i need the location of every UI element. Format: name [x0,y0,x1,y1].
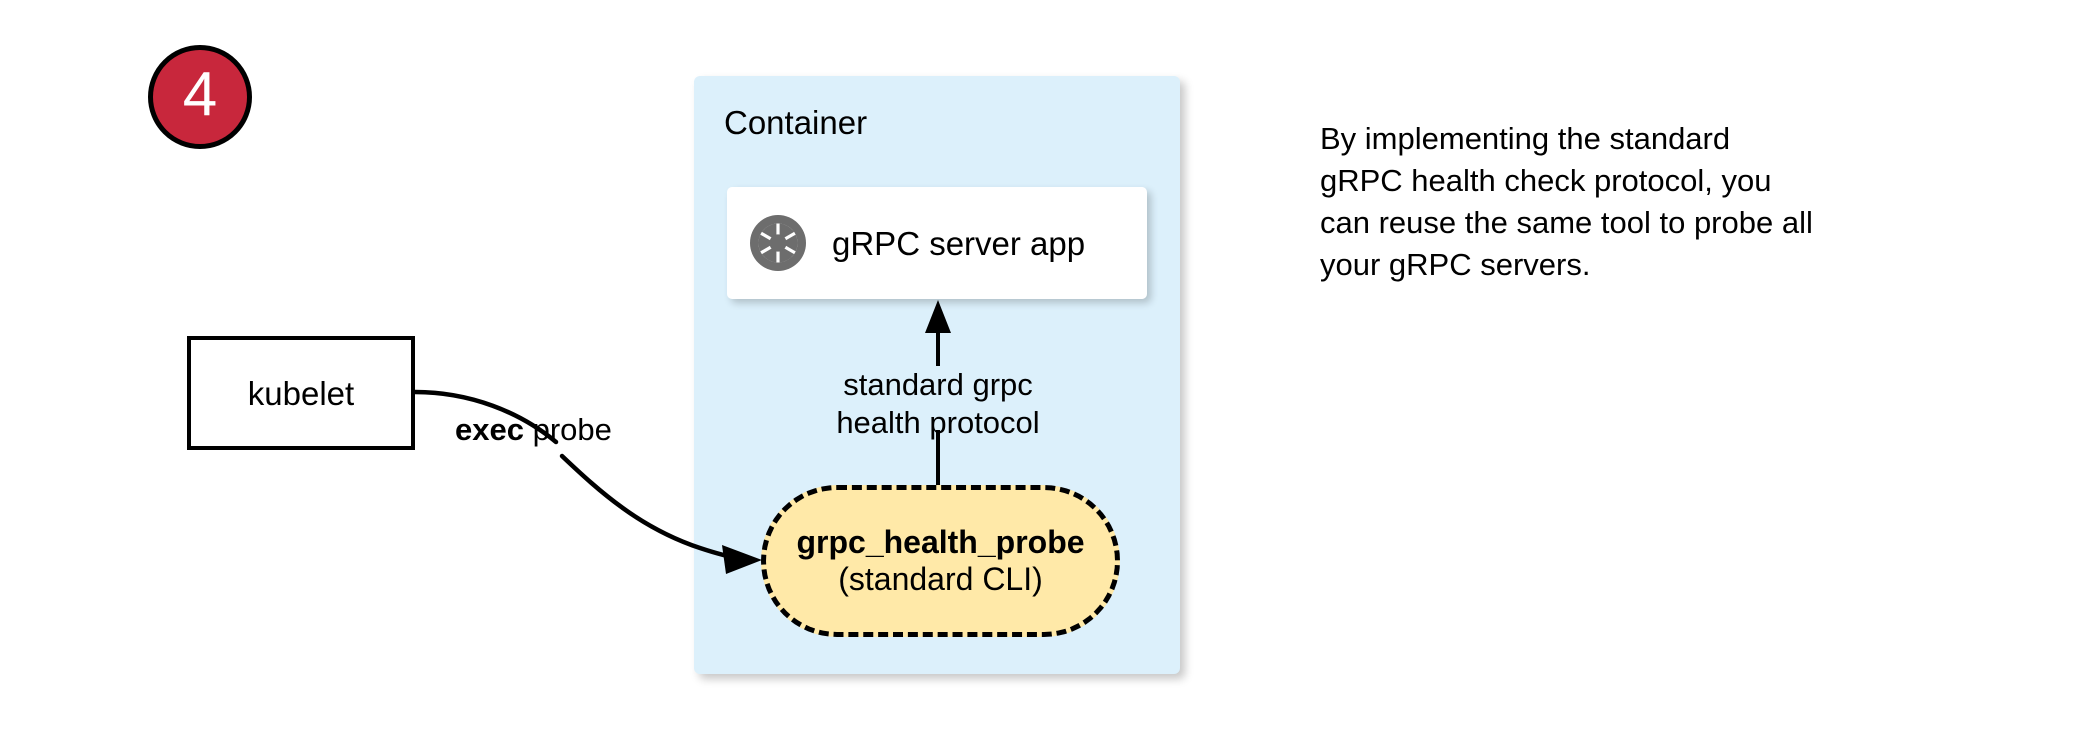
container-title-label: Container [724,104,868,141]
description-line-1: By implementing the standard [1320,121,1731,156]
kubelet-node-box: kubelet [187,336,415,450]
description-line-4: your gRPC servers. [1320,247,1591,282]
description-text: By implementing the standard gRPC health… [1320,118,1900,286]
description-line-2: gRPC health check protocol, you [1320,163,1772,198]
grpc-health-probe-node: grpc_health_probe (standard CLI) [761,485,1120,637]
exec-probe-suffix: probe [523,412,612,447]
grpc-health-probe-name: grpc_health_probe [796,524,1085,561]
protocol-label-line1: standard grpc [843,367,1033,402]
aperture-icon [750,215,806,271]
exec-probe-edge-label: exec probe [455,414,612,445]
step-number-badge: 4 [148,45,252,149]
description-line-3: can reuse the same tool to probe all [1320,205,1813,240]
kubelet-label: kubelet [247,374,355,412]
protocol-edge-label: standard grpc health protocol [738,366,1138,442]
step-number-label: 4 [182,60,218,129]
grpc-server-app-card: gRPC server app [727,187,1147,299]
grpc-server-app-label: gRPC server app [832,224,1086,262]
grpc-health-probe-subtitle: (standard CLI) [838,561,1043,597]
exec-probe-keyword: exec [455,412,524,447]
protocol-label-line2: health protocol [836,405,1040,440]
